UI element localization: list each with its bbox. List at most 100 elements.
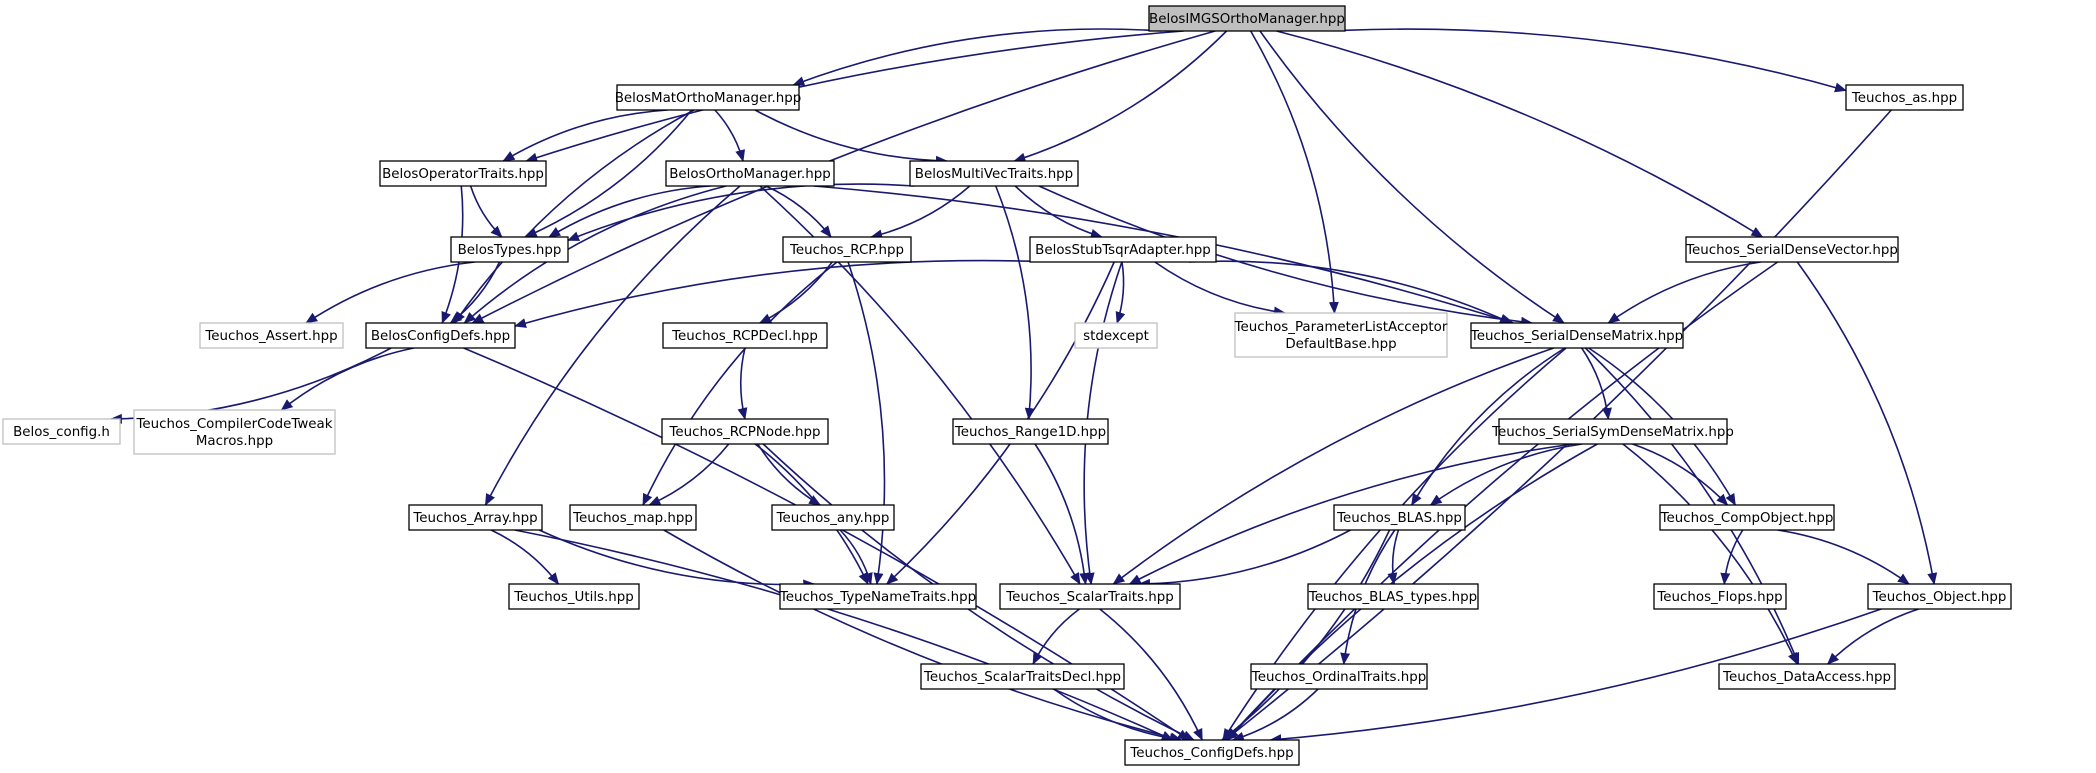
edge-stubtsqr-to-configdefs: [514, 259, 1031, 328]
node-label-dataaccess: Teuchos_DataAccess.hpp: [1722, 670, 1891, 685]
node-assert[interactable]: Teuchos_Assert.hpp: [199, 322, 344, 349]
node-box-multivec: [909, 160, 1079, 187]
node-label-compiler: Teuchos_CompilerCodeTweak: [135, 417, 332, 432]
edge-rcpnode-to-map: [648, 443, 730, 506]
node-label-belosconfig: Belos_config.h: [13, 425, 110, 440]
node-ssdm[interactable]: Teuchos_SerialSymDenseMatrix.hpp: [1491, 418, 1734, 445]
node-label-matortho: BelosMatOrthoManager.hpp: [615, 91, 802, 106]
node-label-map: Teuchos_map.hpp: [572, 511, 693, 526]
node-box-rcpdecl: [662, 322, 828, 349]
node-any[interactable]: Teuchos_any.hpp: [771, 504, 895, 531]
node-typename[interactable]: Teuchos_TypeNameTraits.hpp: [779, 583, 977, 610]
edge-sdv-to-sdm: [1607, 261, 1761, 324]
edge-matortho-to-belostypes: [524, 109, 693, 238]
node-box-configdefs: [365, 322, 516, 349]
node-matortho[interactable]: BelosMatOrthoManager.hpp: [615, 84, 802, 111]
node-box-rcpnode: [661, 418, 829, 445]
node-sdv[interactable]: Teuchos_SerialDenseVector.hpp: [1685, 236, 1899, 263]
edge-root-to-configdefs: [471, 30, 1216, 324]
node-box-root: [1148, 5, 1346, 32]
edge-scalartraits-to-scalardecl: [1032, 608, 1080, 665]
node-flops[interactable]: Teuchos_Flops.hpp: [1653, 583, 1787, 610]
node-teuchos_as[interactable]: Teuchos_as.hpp: [1845, 84, 1964, 111]
edge-scalardecl-to-teuchosconfig: [1053, 688, 1182, 744]
node-teuchosconfig[interactable]: Teuchos_ConfigDefs.hpp: [1124, 739, 1300, 766]
node-root[interactable]: BelosIMGSOrthoManager.hpp: [1148, 5, 1346, 32]
node-belostypes[interactable]: BelosTypes.hpp: [450, 236, 569, 263]
edge-array-to-teuchosconfig: [514, 529, 1174, 741]
node-scalartraits[interactable]: Teuchos_ScalarTraits.hpp: [999, 583, 1181, 610]
edge-range1d-to-scalartraits: [1034, 443, 1090, 585]
edge-rcpdecl-to-rcpnode: [737, 347, 748, 420]
node-box-belosconfig: [2, 418, 121, 445]
edge-configdefs-to-compiler: [280, 347, 414, 411]
edge-map-to-teuchosconfig: [663, 529, 1183, 743]
node-label-rcpdecl: Teuchos_RCPDecl.hpp: [671, 329, 818, 344]
node-rcpdecl[interactable]: Teuchos_RCPDecl.hpp: [662, 322, 828, 349]
edge-multivec-to-stubtsqr: [1014, 185, 1103, 239]
edge-sdv-to-object: [1796, 261, 1938, 585]
node-orthomgr[interactable]: BelosOrthoManager.hpp: [665, 160, 835, 187]
node-multivec[interactable]: BelosMultiVecTraits.hpp: [909, 160, 1079, 187]
node-sdm[interactable]: Teuchos_SerialDenseMatrix.hpp: [1470, 322, 1684, 349]
node-object[interactable]: Teuchos_Object.hpp: [1867, 583, 2012, 610]
edge-matortho-to-opertraits: [502, 109, 668, 162]
node-plist[interactable]: Teuchos_ParameterListAcceptorDefaultBase…: [1234, 312, 1448, 358]
nodes-layer: BelosIMGSOrthoManager.hppBelosMatOrthoMa…: [2, 5, 2012, 766]
edge-multivec-to-sdm: [1038, 185, 1534, 327]
node-label-multivec: BelosMultiVecTraits.hpp: [915, 167, 1073, 182]
node-box-assert: [199, 322, 344, 349]
node-array[interactable]: Teuchos_Array.hpp: [408, 504, 543, 531]
edge-root-to-opertraits: [525, 30, 1184, 163]
edge-object-to-teuchosconfig: [1269, 608, 1882, 745]
node-box-array: [408, 504, 543, 531]
node-label-ordinal: Teuchos_OrdinalTraits.hpp: [1251, 670, 1426, 685]
node-blas[interactable]: Teuchos_BLAS.hpp: [1333, 504, 1466, 531]
edge-sdm-to-blas: [1411, 347, 1566, 506]
edge-root-to-matortho: [792, 28, 1162, 86]
node-map[interactable]: Teuchos_map.hpp: [569, 504, 697, 531]
node-stdexcept[interactable]: stdexcept: [1074, 322, 1158, 349]
node-label-root: BelosIMGSOrthoManager.hpp: [1149, 12, 1345, 27]
node-rcp[interactable]: Teuchos_RCP.hpp: [782, 236, 912, 263]
node-label-stubtsqr: BelosStubTsqrAdapter.hpp: [1035, 243, 1211, 258]
edge-root-to-sdv: [1276, 30, 1764, 238]
edge-belostypes-to-configdefs: [449, 261, 501, 324]
node-box-blas: [1333, 504, 1466, 531]
edge-matortho-to-multivec: [754, 109, 948, 166]
node-configdefs[interactable]: BelosConfigDefs.hpp: [365, 322, 516, 349]
edge-blas-to-teuchosconfig: [1221, 529, 1391, 741]
node-blastypes[interactable]: Teuchos_BLAS_types.hpp: [1307, 583, 1479, 610]
node-belosconfig[interactable]: Belos_config.h: [2, 418, 121, 445]
node-label-flops: Teuchos_Flops.hpp: [1656, 590, 1782, 605]
edge-scalartraits-to-teuchosconfig: [1099, 608, 1203, 741]
node-ordinal[interactable]: Teuchos_OrdinalTraits.hpp: [1250, 663, 1428, 690]
node-box-any: [771, 504, 895, 531]
node-label-array: Teuchos_Array.hpp: [412, 511, 537, 526]
node-box-object: [1867, 583, 2012, 610]
node-opertraits[interactable]: BelosOperatorTraits.hpp: [379, 160, 547, 187]
edge-array-to-typename: [538, 529, 816, 590]
edge-stubtsqr-to-stdexcept: [1115, 261, 1126, 324]
node-label-compiler: Macros.hpp: [196, 434, 273, 449]
node-label-any: Teuchos_any.hpp: [776, 511, 890, 526]
node-label-typename: Teuchos_TypeNameTraits.hpp: [779, 590, 976, 605]
edge-root-to-sdm: [1259, 30, 1565, 324]
node-label-plist: Teuchos_ParameterListAcceptor: [1234, 320, 1448, 335]
node-label-assert: Teuchos_Assert.hpp: [204, 329, 337, 344]
node-utils[interactable]: Teuchos_Utils.hpp: [508, 583, 640, 610]
edge-stubtsqr-to-sdm: [1188, 260, 1512, 324]
node-range1d[interactable]: Teuchos_Range1D.hpp: [952, 418, 1109, 445]
node-rcpnode[interactable]: Teuchos_RCPNode.hpp: [661, 418, 829, 445]
node-dataaccess[interactable]: Teuchos_DataAccess.hpp: [1718, 663, 1896, 690]
node-compobj[interactable]: Teuchos_CompObject.hpp: [1659, 504, 1835, 531]
edge-root-to-multivec: [1013, 30, 1228, 163]
edge-multivec-to-rcp: [870, 185, 971, 240]
node-scalardecl[interactable]: Teuchos_ScalarTraitsDecl.hpp: [920, 663, 1125, 690]
node-box-scalardecl: [920, 663, 1125, 690]
node-stubtsqr[interactable]: BelosStubTsqrAdapter.hpp: [1029, 236, 1217, 263]
node-box-sdm: [1470, 322, 1684, 349]
edge-compobj-to-flops: [1720, 529, 1744, 585]
